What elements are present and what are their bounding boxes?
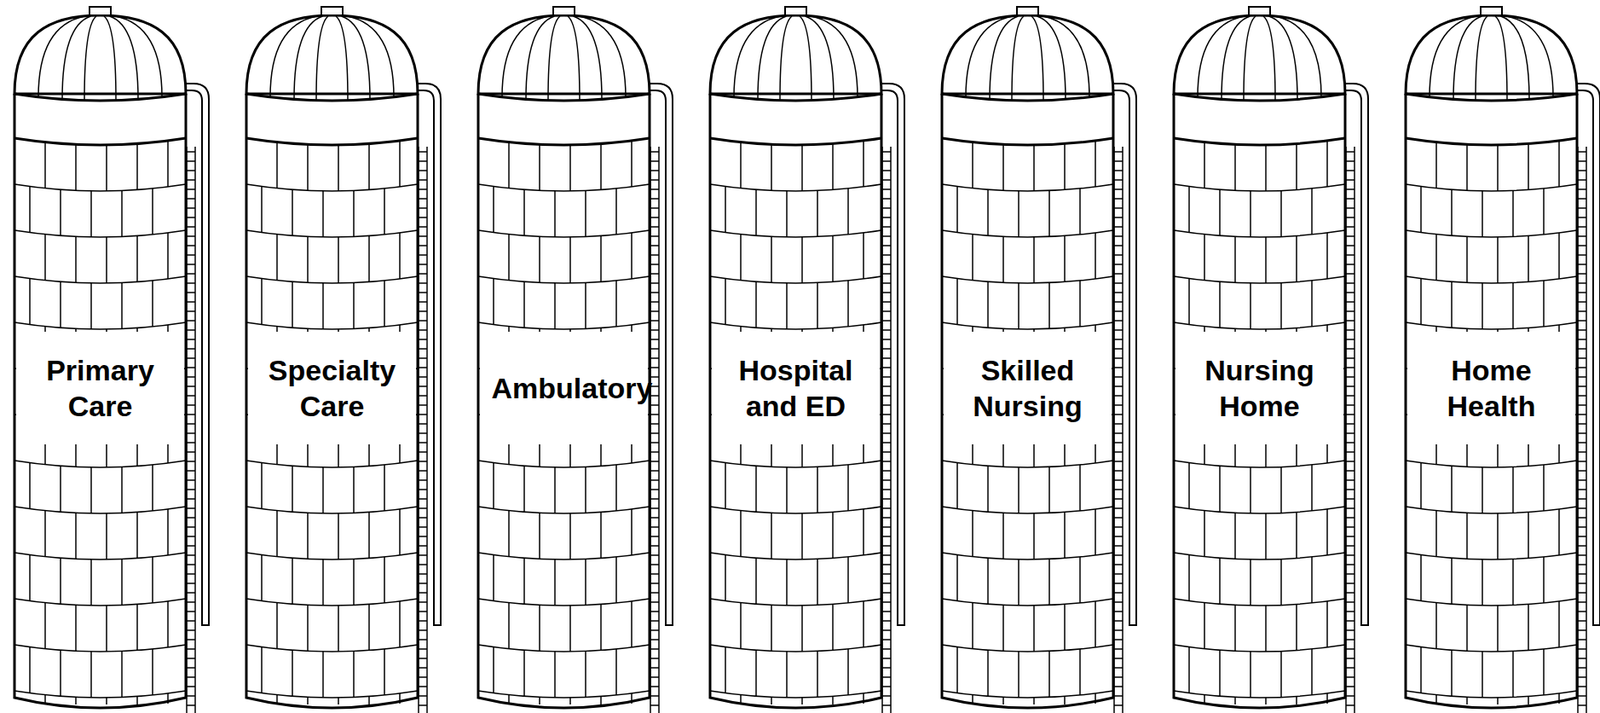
brick-pattern bbox=[1405, 140, 1577, 705]
dome-band bbox=[941, 138, 1114, 145]
ladder bbox=[882, 146, 891, 713]
dome-ribs bbox=[965, 16, 1090, 101]
dome-band bbox=[1173, 138, 1346, 145]
label-ground bbox=[1407, 331, 1576, 445]
silo-outline bbox=[710, 93, 882, 708]
silo-label-box: Nursing Home bbox=[1175, 352, 1344, 425]
brick-pattern bbox=[941, 140, 1114, 705]
brick-pattern bbox=[14, 140, 186, 705]
ladder bbox=[1114, 146, 1123, 713]
silo-outline bbox=[246, 93, 418, 708]
dome-ribs bbox=[270, 16, 394, 101]
label-ground bbox=[16, 331, 185, 445]
silo-label: Specialty Care bbox=[259, 352, 405, 425]
dome-band bbox=[710, 93, 882, 101]
dome-band bbox=[478, 138, 650, 145]
silo-label-box: Hospital and ED bbox=[711, 352, 880, 425]
silo-cap bbox=[89, 6, 111, 16]
silo-node: Primary Care bbox=[14, 0, 228, 713]
silo-node: Home Health bbox=[1405, 0, 1600, 713]
silo-label-box: Skilled Nursing bbox=[943, 352, 1112, 425]
brick-pattern bbox=[1173, 140, 1346, 705]
silo-outline bbox=[941, 93, 1114, 708]
dome-ribs bbox=[733, 16, 858, 101]
brick-pattern bbox=[246, 140, 418, 705]
silo-cap bbox=[785, 6, 807, 16]
dome-band bbox=[14, 138, 186, 145]
silo-body bbox=[478, 93, 650, 708]
silo-body bbox=[14, 93, 186, 708]
silo-label: Home Health bbox=[1419, 352, 1565, 425]
dome-band bbox=[478, 93, 650, 101]
brick-pattern bbox=[478, 140, 650, 705]
dome-band bbox=[246, 138, 418, 145]
silo-label-box: Ambulatory bbox=[479, 369, 648, 407]
silo-cap bbox=[321, 6, 343, 16]
label-ground bbox=[943, 331, 1112, 445]
silo-node: Ambulatory bbox=[478, 0, 692, 713]
dome-ribs bbox=[502, 16, 626, 101]
dome-ribs bbox=[1197, 16, 1322, 101]
silo-body bbox=[710, 93, 882, 708]
silo-outline bbox=[478, 93, 650, 708]
label-ground bbox=[479, 331, 648, 445]
ladder bbox=[1577, 146, 1587, 713]
dome-band bbox=[1405, 138, 1577, 145]
silo-label-box: Primary Care bbox=[16, 352, 185, 425]
silo-label: Primary Care bbox=[28, 352, 174, 425]
silo-outline bbox=[1173, 93, 1346, 708]
silo-dome bbox=[246, 15, 418, 94]
silo-node: Specialty Care bbox=[246, 0, 460, 713]
silo-shape bbox=[478, 0, 692, 713]
silo-body bbox=[941, 93, 1114, 708]
dome-band bbox=[710, 138, 882, 145]
silo-cap bbox=[1016, 6, 1039, 16]
silo-body bbox=[1173, 93, 1346, 708]
ladder bbox=[650, 146, 659, 713]
silo-cap bbox=[1248, 6, 1271, 16]
brick-pattern bbox=[710, 140, 882, 705]
silo-body bbox=[246, 93, 418, 708]
ladder bbox=[186, 146, 196, 713]
ladder bbox=[418, 146, 428, 713]
ladder bbox=[1345, 146, 1355, 713]
silo-label: Skilled Nursing bbox=[955, 352, 1101, 425]
silo-label: Nursing Home bbox=[1187, 352, 1333, 425]
silo-label: Hospital and ED bbox=[723, 352, 869, 425]
dome-band bbox=[1405, 93, 1577, 101]
silo-dome bbox=[14, 15, 186, 94]
dome-band bbox=[941, 93, 1114, 101]
dome-ribs bbox=[38, 16, 162, 101]
label-ground bbox=[1175, 331, 1344, 445]
silo-cap bbox=[1480, 6, 1502, 16]
label-ground bbox=[248, 331, 416, 445]
silo-label-box: Specialty Care bbox=[248, 352, 416, 425]
silo-dome bbox=[710, 15, 882, 94]
silo-cap bbox=[553, 6, 575, 16]
silo-dome bbox=[941, 15, 1114, 94]
silo-outline bbox=[14, 93, 186, 708]
silo-dome bbox=[1405, 15, 1577, 94]
dome-band bbox=[246, 93, 418, 101]
dome-band bbox=[14, 93, 186, 101]
silo-outline bbox=[1405, 93, 1577, 708]
silo-dome bbox=[478, 15, 650, 94]
label-ground bbox=[711, 331, 880, 445]
dome-ribs bbox=[1429, 16, 1554, 101]
silo-node: Nursing Home bbox=[1173, 0, 1387, 713]
dome-band bbox=[1173, 93, 1346, 101]
silo-label-box: Home Health bbox=[1407, 352, 1576, 425]
silo-label: Ambulatory bbox=[491, 369, 637, 407]
silo-node: Skilled Nursing bbox=[941, 0, 1156, 713]
silo-dome bbox=[1173, 15, 1346, 94]
silo-body bbox=[1405, 93, 1577, 708]
silo-node: Hospital and ED bbox=[710, 0, 924, 713]
